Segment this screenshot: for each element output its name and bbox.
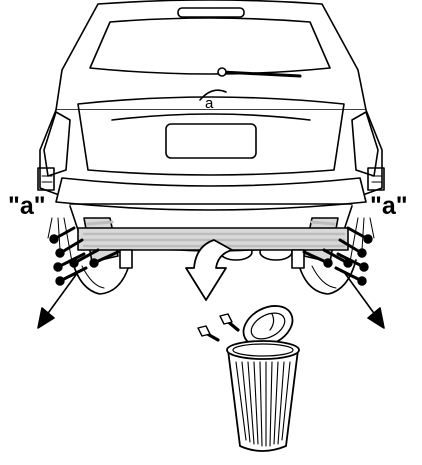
side-mount-right — [367, 167, 385, 191]
taillight-right — [351, 111, 379, 177]
removal-arrow-icon — [185, 239, 233, 301]
car-rear-outline — [37, 0, 385, 295]
tailgate — [77, 96, 345, 176]
license-plate — [165, 123, 257, 159]
callout-label-left: "a" — [8, 192, 46, 220]
bolts-left — [49, 226, 120, 286]
direction-arrow-left — [37, 271, 79, 329]
taillight-left — [43, 111, 71, 177]
tow-bar — [77, 217, 349, 269]
brake-light — [177, 7, 245, 18]
rear-wiper — [220, 70, 302, 78]
rear-bumper — [55, 177, 367, 211]
emblem-letter: a — [205, 95, 214, 112]
emblem-arc — [199, 89, 227, 101]
side-mount-left — [37, 167, 55, 191]
bolts-right — [302, 226, 373, 286]
rear-window — [89, 17, 331, 75]
callout-leaders — [47, 217, 375, 263]
bolt-icon — [197, 313, 240, 342]
callout-label-right: "a" — [370, 192, 408, 220]
direction-arrow-right — [343, 271, 385, 329]
trash-can-icon — [226, 305, 300, 452]
